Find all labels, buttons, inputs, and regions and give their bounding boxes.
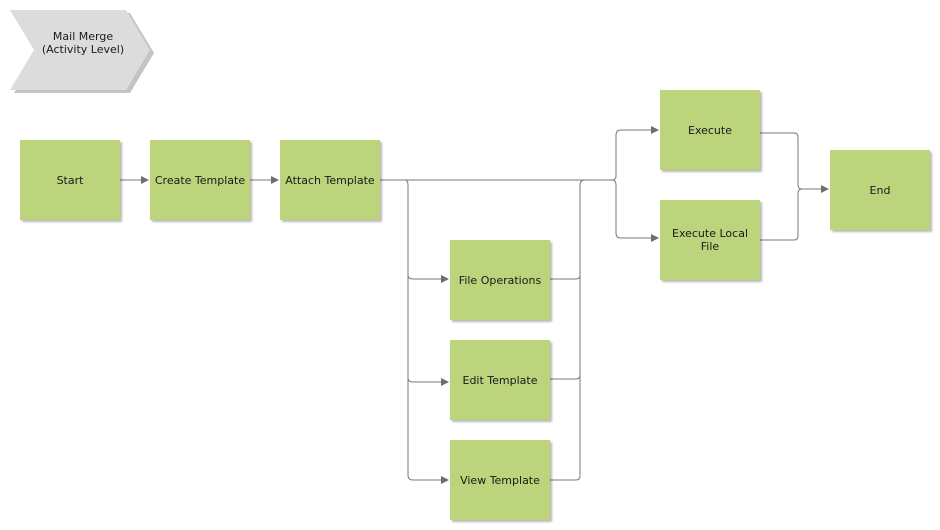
node-execute[interactable]: Execute xyxy=(660,90,760,170)
connector-edit-return xyxy=(550,374,581,380)
node-attach-template-label: Attach Template xyxy=(285,173,375,187)
connector-local-end xyxy=(760,188,803,241)
node-attach-template[interactable]: Attach Template xyxy=(280,140,380,220)
header-label-line2: (Activity Level) xyxy=(41,43,125,56)
node-execute-local-file-label: Execute Local File xyxy=(672,227,748,253)
node-end[interactable]: End xyxy=(830,150,930,230)
node-start[interactable]: Start xyxy=(20,140,120,220)
node-end-label: End xyxy=(869,183,891,197)
node-edit-template[interactable]: Edit Template xyxy=(450,340,550,420)
node-create-template[interactable]: Create Template xyxy=(150,140,250,220)
node-execute-local-file[interactable]: Execute Local File xyxy=(660,200,760,280)
header-chevron xyxy=(10,10,150,90)
connectors xyxy=(120,126,829,484)
header-label-line1: Mail Merge xyxy=(52,30,114,43)
node-file-operations-label: File Operations xyxy=(458,273,542,287)
connector-split-to-local xyxy=(611,179,659,242)
connector-view-return xyxy=(550,179,586,481)
node-view-template-label: View Template xyxy=(460,473,540,487)
connector-trunk-to-split xyxy=(585,126,659,181)
connector-trunk-branch-down xyxy=(400,179,414,481)
connector-branch-edit xyxy=(407,377,449,386)
node-file-operations[interactable]: File Operations xyxy=(450,240,550,320)
connector-branch-fileops xyxy=(407,274,449,283)
header-label: Mail Merge (Activity Level) xyxy=(18,30,148,56)
connector-execute-end xyxy=(760,132,829,193)
connector-fileops-return xyxy=(550,274,581,280)
node-view-template[interactable]: View Template xyxy=(450,440,550,520)
node-create-template-label: Create Template xyxy=(154,173,246,187)
node-execute-label: Execute xyxy=(688,123,732,137)
node-start-label: Start xyxy=(56,173,84,187)
node-edit-template-label: Edit Template xyxy=(462,373,538,387)
